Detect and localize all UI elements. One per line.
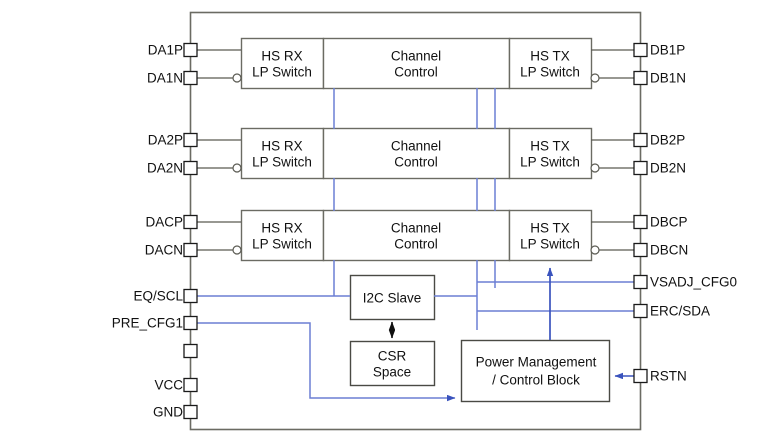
pad-pin-db2p [633, 132, 648, 148]
pad-pin-vcc [183, 377, 198, 393]
left-inversion-bubbles [232, 73, 242, 255]
control-bus-lines [333, 88, 496, 211]
pin-label-db1n: DB1N [650, 70, 687, 86]
chc-hs-rx-line2: LP Switch [252, 236, 312, 252]
ch1-hs-rx-line2: LP Switch [252, 64, 312, 80]
chc-hs-rx-line1: HS RX [261, 220, 303, 236]
ch1-hs-tx-line1: HS TX [530, 48, 570, 64]
pre-cfg1-routing [197, 322, 456, 402]
lower-blocks [349, 274, 611, 403]
pin-label-da2n: DA2N [146, 160, 183, 176]
pin-label-dbcp: DBCP [650, 214, 688, 230]
pad-pin-db1n [633, 70, 648, 86]
i2c-slave-label: I2C Slave [362, 290, 422, 306]
csr-space-label-line2: Space [372, 364, 412, 380]
pad-pin-dacn [183, 242, 198, 258]
right-data-wires [591, 49, 634, 251]
chc-ctrl-line1: Channel [390, 220, 442, 236]
pin-label-erc-sda: ERC/SDA [650, 303, 711, 319]
ch2-ctrl-line1: Channel [390, 138, 442, 154]
pin-label-rstn: RSTN [650, 368, 687, 384]
pad-pin-pre-cfg1 [183, 315, 198, 331]
pin-label-vsadj-cfg0: VSADJ_CFG0 [650, 274, 738, 290]
pin-label-db2p: DB2P [650, 132, 686, 148]
pad-pin-dbcn [633, 242, 648, 258]
ch1-ctrl-line2: Control [394, 64, 438, 80]
pad-pin-da2p [183, 132, 198, 148]
ch2-ctrl-line2: Control [394, 154, 438, 170]
pin-label-pre-cfg1: PRE_CFG1 [111, 315, 183, 331]
pad-pin-dbcp [633, 214, 648, 230]
pad-pin-db2n [633, 160, 648, 176]
pin-label-dbcn: DBCN [650, 242, 689, 258]
ch2-hs-tx-line2: LP Switch [520, 154, 580, 170]
pad-pin-da1n [183, 70, 198, 86]
ch1-hs-tx-line2: LP Switch [520, 64, 580, 80]
chc-hs-tx-line1: HS TX [530, 220, 570, 236]
ch2-hs-rx-line2: LP Switch [252, 154, 312, 170]
pad-pin-da2n [183, 160, 198, 176]
pin-label-db1p: DB1P [650, 42, 686, 58]
pad-pin-da1p [183, 42, 198, 58]
channel-1-blocks [240, 37, 593, 90]
pad-pin-erc-sda [633, 303, 648, 319]
channel-c-blocks [240, 209, 593, 262]
pad-pin-vsadj-cfg0 [633, 274, 648, 290]
pin-label-dacn: DACN [144, 242, 183, 258]
power-mgmt-label-line2: / Control Block [492, 372, 580, 388]
pad-pin-db1p [633, 42, 648, 58]
chc-hs-tx-line2: LP Switch [520, 236, 580, 252]
pin-label-eq-scl: EQ/SCL [133, 288, 183, 304]
power-mgmt-label-line1: Power Management [475, 354, 597, 370]
right-inversion-bubbles [590, 73, 600, 255]
i2c-routing [197, 260, 634, 330]
ch1-ctrl-line1: Channel [390, 48, 442, 64]
pad-pin-dacp [183, 214, 198, 230]
ch2-hs-rx-line1: HS RX [261, 138, 303, 154]
chc-ctrl-line2: Control [394, 236, 438, 252]
pin-label-da1n: DA1N [146, 70, 183, 86]
pin-label-db2n: DB2N [650, 160, 687, 176]
pad-pin-eq-scl [183, 288, 198, 304]
pin-label-dacp: DACP [145, 214, 183, 230]
left-data-wires [197, 49, 241, 251]
csr-space-label-line1: CSR [377, 348, 407, 364]
pin-label-da2p: DA2P [147, 132, 183, 148]
pin-label-vcc: VCC [154, 377, 183, 393]
bus-stub-routing [477, 260, 495, 289]
left-pads [183, 42, 198, 420]
right-pads [633, 42, 648, 384]
pin-label-gnd: GND [153, 404, 183, 420]
pad-pin-unlabeled [183, 343, 198, 359]
ch1-hs-rx-line1: HS RX [261, 48, 303, 64]
ch2-hs-tx-line1: HS TX [530, 138, 570, 154]
pin-label-da1p: DA1P [147, 42, 183, 58]
pad-pin-rstn [633, 368, 648, 384]
erc-routing [494, 260, 496, 288]
pad-pin-gnd [183, 404, 198, 420]
channel-2-blocks [240, 127, 593, 180]
